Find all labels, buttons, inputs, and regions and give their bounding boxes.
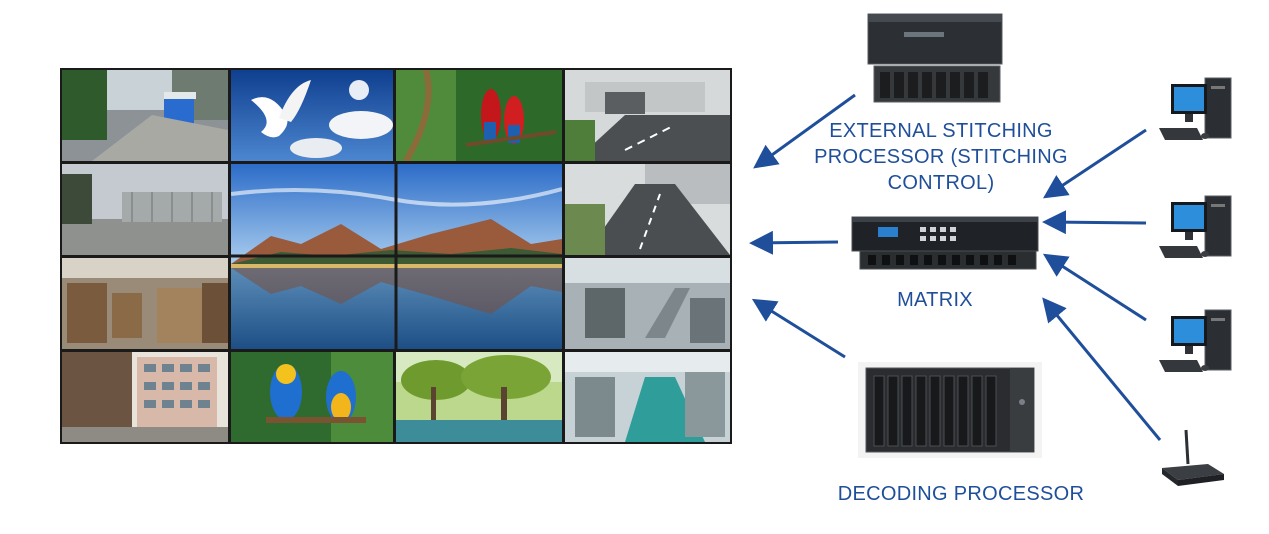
video-tile-road-curve <box>565 164 730 255</box>
video-tile-machinery <box>565 258 730 349</box>
video-tile-corridor <box>565 352 730 442</box>
video-tile-warehouse-boxes <box>62 258 228 349</box>
desktop-pc-icon <box>1159 195 1232 258</box>
video-tile-trees-lake <box>396 352 562 442</box>
desktop-pc-icon <box>1159 77 1232 140</box>
arrow-pc2-to-matrix <box>1042 210 1147 235</box>
mountain-lake-image <box>231 164 562 349</box>
set-top-box-icon <box>1162 429 1224 486</box>
road-curve-image <box>565 164 730 255</box>
video-tile-dove <box>231 70 393 161</box>
decoding-processor-label: DECODING PROCESSOR <box>837 483 1085 505</box>
video-tile-mountain-lake <box>231 164 562 349</box>
dove-sky-image <box>231 70 393 161</box>
matrix-label: MATRIX <box>897 289 973 311</box>
building-image <box>62 352 228 442</box>
video-tile-parrots <box>396 70 562 161</box>
video-tile-road-gate <box>565 70 730 161</box>
fence-yard-image <box>62 164 228 255</box>
video-wall <box>60 68 732 444</box>
desktop-pc-icon <box>1159 309 1232 372</box>
corridor-image <box>565 352 730 442</box>
stitching-processor-device <box>867 13 1003 103</box>
video-tile-fence <box>62 164 228 255</box>
arrow-stb-to-matrix <box>1042 297 1162 441</box>
arrow-matrix-to-wall <box>749 230 839 255</box>
video-tile-building <box>62 352 228 442</box>
arrow-pc1-to-matrix <box>1042 128 1147 199</box>
trees-lake-image <box>396 352 562 442</box>
arrow-decoder-to-wall <box>751 298 846 359</box>
arrow-pc3-to-matrix <box>1042 253 1147 322</box>
video-tile-macaws <box>231 352 393 442</box>
matrix-device <box>851 216 1039 270</box>
machinery-image <box>565 258 730 349</box>
macaws-image <box>231 352 393 442</box>
road-gate-image <box>565 70 730 161</box>
warehouse-boxes-image <box>62 258 228 349</box>
video-tile-guard-booth <box>62 70 228 161</box>
parrots-image <box>396 70 562 161</box>
guard-booth-image <box>62 70 228 161</box>
decoding-processor-device <box>858 362 1042 458</box>
stitching-processor-label: EXTERNAL STITCHING PROCESSOR (STITCHING … <box>814 120 1068 194</box>
arrow-stitching-to-wall <box>753 93 856 169</box>
